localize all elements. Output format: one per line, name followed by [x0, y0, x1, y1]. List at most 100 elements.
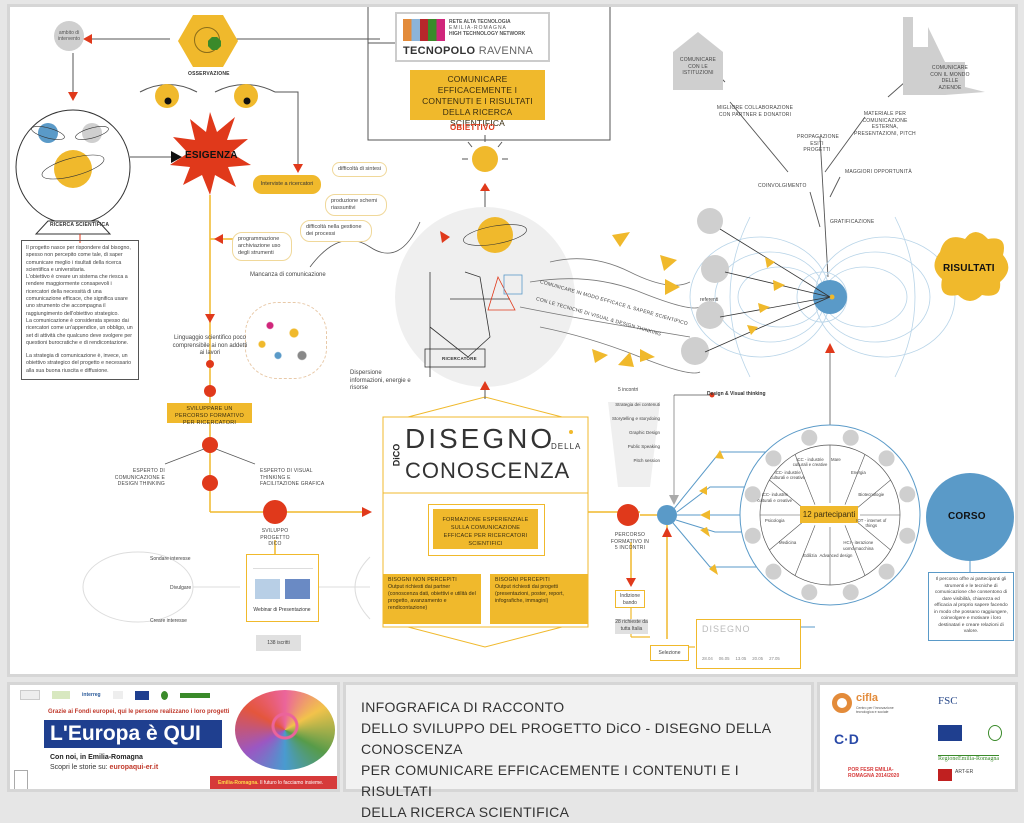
- researcher-circle: [395, 207, 575, 387]
- gratificazione-label: GRATIFICAZIONE: [830, 219, 875, 225]
- webinar-label: Webinar di Presentazione: [253, 607, 311, 613]
- participant-face-icon: [744, 486, 761, 503]
- interviste-bubble: Interviste a ricercatori: [253, 175, 321, 194]
- noise-cloud: [245, 302, 327, 379]
- participant-face-icon: [878, 450, 895, 467]
- wheel-spoke: [769, 479, 805, 510]
- topic-item: Storytelling e storydoing: [611, 416, 660, 421]
- bubble-programmazione: programmazione archiviazione uso degli s…: [232, 232, 292, 261]
- ricercatore-label: RICERCATORE: [442, 356, 477, 361]
- slogan-bold: Emilia-Romagna.: [218, 780, 259, 786]
- participant-face-icon: [899, 527, 916, 544]
- cifla-sub: Centro per l'innovazione tecnologica e s…: [856, 706, 894, 714]
- osservazione-label: OSSERVAZIONE: [188, 71, 230, 77]
- sector-label: ICC- industrie culturali e creative: [757, 492, 793, 503]
- partecipanti-badge: 12 partecipanti: [800, 506, 858, 523]
- institution-building: [673, 52, 723, 90]
- eu-flag-icon: [134, 690, 149, 700]
- mancanza-label: Mancanza di comunicazione: [250, 272, 326, 278]
- wheel-spoke: [855, 520, 891, 551]
- sviluppo-dot: [263, 500, 287, 524]
- sector-label: Biotecnologie: [858, 492, 885, 498]
- europa-title: L'Europa è QUI: [44, 720, 222, 748]
- sondare-label: Sondare interesse: [150, 556, 191, 562]
- formazione-box: FORMAZIONE ESPERIENZIALE SULLA COMUNICAZ…: [433, 509, 538, 549]
- infographic-title-panel: INFOGRAFICA DI RACCONTO DELLO SVILUPPO D…: [343, 682, 814, 820]
- europa-scopri: Scopri le storie su:: [50, 764, 108, 771]
- title-line: INFOGRAFICA DI RACCONTO: [361, 699, 565, 715]
- europa-banner[interactable]: interreg Grazie ai Fondi europei, qui le…: [7, 682, 340, 792]
- sviluppare-box: SVILUPPARE UN PERCORSO FORMATIVO PER RIC…: [167, 403, 252, 426]
- risultati-blob: [934, 232, 1009, 301]
- course-hub: [657, 505, 677, 525]
- csd-logo: C·D: [834, 731, 859, 747]
- topic-item: Public Speaking: [627, 444, 660, 449]
- esperto-comunicazione: ESPERTO DI COMUNICAZIONE E DESIGN THINKI…: [114, 468, 165, 487]
- interreg-logo: interreg: [82, 692, 101, 698]
- mini-logo: DISEGNO: [702, 624, 751, 634]
- bisogni-percepiti: BISOGNI PERCEPITI Output richiesti dai p…: [490, 574, 588, 624]
- corso-description: Il percorso offre ai partecipanti gli st…: [928, 572, 1014, 641]
- connector-layer: [15, 7, 1014, 648]
- participant-face-icon: [744, 527, 761, 544]
- yellow-planet-icon: [54, 150, 92, 188]
- dico-tag: DiCO: [391, 443, 402, 467]
- participant-face-icon: [801, 429, 818, 446]
- speaker-photo-1: [255, 579, 280, 599]
- partner-logos: cifla Centro per l'innovazione tecnologi…: [817, 682, 1018, 792]
- migliore-label: MIGLIORE COLLABORAZIONE CON PARTNER E DO…: [716, 105, 794, 118]
- ropes-image: [235, 690, 335, 770]
- network-line1: RETE ALTA TECNOLOGIA: [449, 19, 511, 25]
- title-line: DELLO SVILUPPO DEL PROGETTO DiCO - DISEG…: [361, 720, 771, 757]
- dispersione-label: Dispersione informazioni, energie e riso…: [350, 370, 411, 391]
- europa-tagline: Grazie ai Fondi europei, qui le persone …: [48, 709, 230, 715]
- objective-label: OBIETTIVO: [450, 123, 495, 132]
- opportunita-label: MAGGIORI OPPORTUNITÀ: [845, 169, 912, 175]
- logo-della: DELLA: [551, 442, 582, 451]
- wheel-spoke: [844, 525, 866, 576]
- topics-list: Strategia dei contenuti Storytelling e s…: [605, 402, 660, 472]
- factory-building: [903, 17, 985, 95]
- project-description: Il progetto nasce per rispondere dal bis…: [21, 240, 139, 381]
- logo-disegno: DISEGNO: [405, 423, 556, 454]
- sector-label: HCI - iterazione uomo macchina: [843, 540, 874, 551]
- tecnopolo-city: RAVENNA: [478, 45, 534, 57]
- design-visual-label: Design & Visual thinking: [707, 391, 766, 397]
- esigenza-burst: [170, 112, 251, 195]
- linguaggio-label: Linguaggio scientifico poco comprensibil…: [172, 335, 248, 356]
- participant-face-icon: [765, 563, 782, 580]
- coinvolgimento-label: COINVOLGIMENTO: [758, 183, 807, 189]
- participant-face-icon: [842, 584, 859, 601]
- incontri-label: 5 incontri: [618, 387, 639, 393]
- eu-flag-icon: [938, 725, 962, 741]
- sector-label: Mare: [831, 456, 841, 462]
- infographic-canvas: RETE ALTA TECNOLOGIA EMILIA-ROMAGNA HIGH…: [7, 4, 1018, 677]
- participant-face-icon: [878, 563, 895, 580]
- sector-label: ICC- industrie culturali e creative: [770, 469, 805, 481]
- title-line: PER COMUNICARE EFFICACEMENTE I CONTENUTI…: [361, 762, 739, 799]
- divulgare-label: Divulgare: [170, 585, 192, 591]
- bubble-gestione: difficoltà nella gestione dei processi: [300, 220, 372, 242]
- iscritti-badge: 138 iscritti: [256, 635, 301, 651]
- percorso-dot: [617, 504, 639, 526]
- materiale-label: MATERIALE PER COMUNICAZIONE ESTERNA, PRE…: [854, 111, 916, 137]
- arter-logo: ART-ER: [955, 769, 974, 775]
- cifla-name: cifla: [856, 692, 879, 704]
- corso-label: CORSO: [948, 511, 986, 522]
- webinar-card[interactable]: Webinar di Presentazione: [246, 554, 319, 622]
- sector-label: Psicologia: [764, 517, 785, 523]
- wheel-spoke: [769, 520, 805, 551]
- risultati-label: RISULTATI: [943, 263, 995, 274]
- topic-item: Pitch session: [633, 458, 660, 463]
- participant-face-icon: [801, 584, 818, 601]
- sviluppo-dico-label: SVILUPPO PROGETTO DICO: [260, 528, 290, 547]
- europa-url-link[interactable]: europaqui-er.it: [109, 764, 159, 771]
- percorso-label: PERCORSO FORMATIVO IN 5 INCONTRI: [610, 532, 650, 551]
- esigenza-label: ESIGENZA: [185, 150, 238, 161]
- ambito-bubble: ambito di intervento: [54, 21, 84, 51]
- ricerca-label: RICERCA SCIENTIFICA: [50, 222, 110, 228]
- title-line: DELLA RICERCA SCIENTIFICA: [361, 804, 570, 820]
- indizione-bando: Indizione bando: [615, 590, 645, 608]
